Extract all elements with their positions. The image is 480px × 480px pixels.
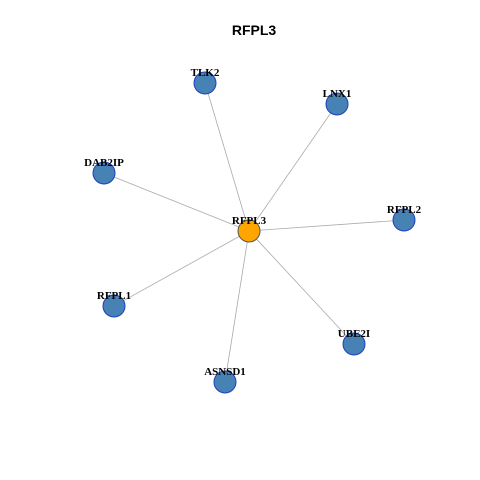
node-label-ube2i: UBE2I xyxy=(338,328,370,340)
diagram-title: RFPL3 xyxy=(232,22,277,38)
edge-rfpl3-rfpl1 xyxy=(113,230,250,307)
node-asnsd1 xyxy=(213,370,237,394)
node-label-dab2ip: DAB2IP xyxy=(84,157,124,169)
node-label-rfpl1: RFPL1 xyxy=(97,290,131,302)
node-label-asnsd1: ASNSD1 xyxy=(204,366,246,378)
node-rfpl1 xyxy=(102,294,126,318)
edge-rfpl3-asnsd1 xyxy=(224,230,250,383)
node-rfpl2 xyxy=(392,208,416,232)
edge-rfpl3-dab2ip xyxy=(103,172,250,232)
node-lnx1 xyxy=(325,92,349,116)
node-label-tlk2: TLK2 xyxy=(191,67,220,79)
edge-rfpl3-ube2i xyxy=(248,230,355,345)
node-label-rfpl3: RFPL3 xyxy=(232,215,267,227)
nodes-layer xyxy=(92,71,416,394)
edge-rfpl3-lnx1 xyxy=(248,103,338,232)
node-ube2i xyxy=(342,332,366,356)
node-dab2ip xyxy=(92,161,116,185)
edge-rfpl3-rfpl2 xyxy=(248,219,405,232)
edge-rfpl3-tlk2 xyxy=(204,82,250,232)
node-rfpl3 xyxy=(237,219,261,243)
edges-layer xyxy=(103,82,405,383)
node-tlk2 xyxy=(193,71,217,95)
node-label-rfpl2: RFPL2 xyxy=(387,204,422,216)
node-label-lnx1: LNX1 xyxy=(323,88,352,100)
